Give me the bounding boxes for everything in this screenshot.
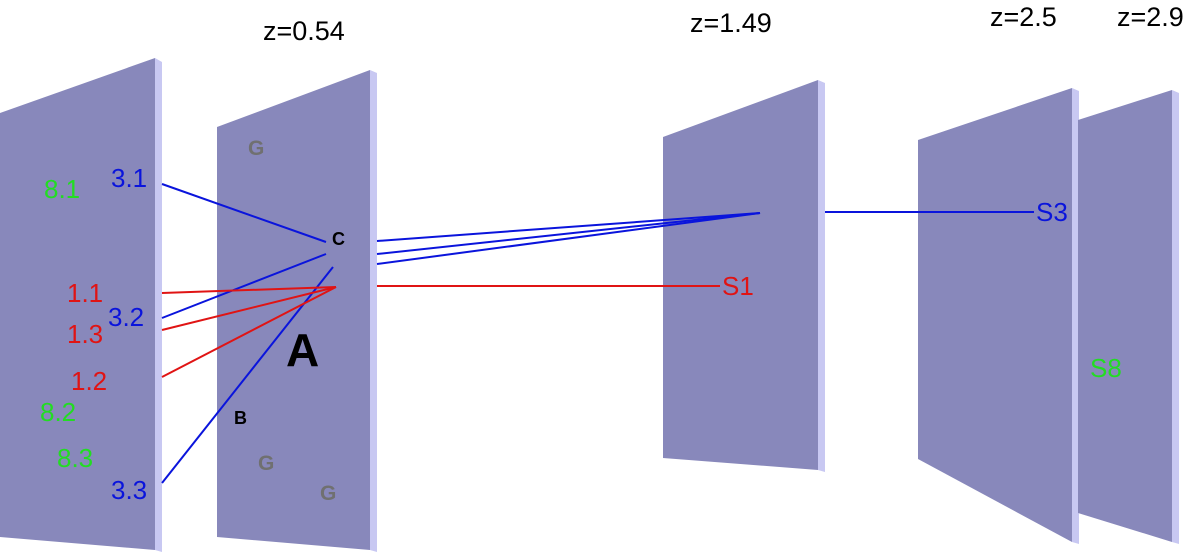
ray-1-1 — [161, 286, 337, 294]
image-plane-edge — [155, 58, 162, 552]
ray-1-2 — [161, 286, 337, 378]
source-plane-2-face — [918, 88, 1072, 542]
image-label-8-2: 8.2 — [40, 397, 76, 427]
redshift-label-s1: z=1.49 — [690, 8, 772, 38]
source-plane-1 — [663, 80, 825, 472]
redshift-label-s3: z=2.5 — [990, 2, 1057, 32]
galaxy-label-bottom-left: G — [258, 452, 274, 475]
redshift-label-lens: z=0.54 — [263, 16, 345, 46]
ray-c-s3-c — [376, 212, 761, 265]
ray-3-1 — [161, 183, 327, 243]
source-plane-1-edge — [818, 80, 825, 472]
image-label-3-1: 3.1 — [111, 163, 147, 193]
ray-c-s3-b — [376, 212, 761, 255]
image-label-1-1: 1.1 — [67, 278, 103, 308]
galaxy-label-bottom-right: G — [320, 482, 336, 505]
ray-1-3 — [161, 286, 337, 331]
lens-plane-edge — [370, 70, 377, 552]
red-rays — [161, 285, 720, 378]
image-label-1-3: 1.3 — [67, 319, 103, 349]
image-label-3-2: 3.2 — [108, 302, 144, 332]
lens-label-a: A — [286, 324, 319, 376]
source-plane-2 — [918, 88, 1079, 544]
ray-3-2 — [161, 253, 327, 319]
image-label-3-3: 3.3 — [111, 475, 147, 505]
image-plane-face — [0, 58, 155, 550]
image-label-1-2: 1.2 — [71, 366, 107, 396]
image-label-8-3: 8.3 — [57, 443, 93, 473]
redshift-label-s8: z=2.9 — [1117, 2, 1184, 32]
image-label-8-1: 8.1 — [44, 174, 80, 204]
source-plane-3-face — [1078, 90, 1172, 542]
source-plane-3 — [1078, 90, 1179, 544]
source-plane-2-edge — [1072, 88, 1079, 544]
ray-c-s3-a — [376, 212, 761, 242]
source-label-s8: S8 — [1090, 353, 1122, 383]
source-plane-1-face — [663, 80, 818, 470]
lens-label-b: B — [234, 408, 247, 428]
lens-label-c: C — [332, 229, 345, 249]
image-plane — [0, 58, 162, 552]
source-label-s3: S3 — [1036, 197, 1068, 227]
source-label-s1: S1 — [722, 271, 754, 301]
galaxy-label-top: G — [248, 137, 264, 160]
source-plane-3-edge — [1172, 90, 1179, 544]
